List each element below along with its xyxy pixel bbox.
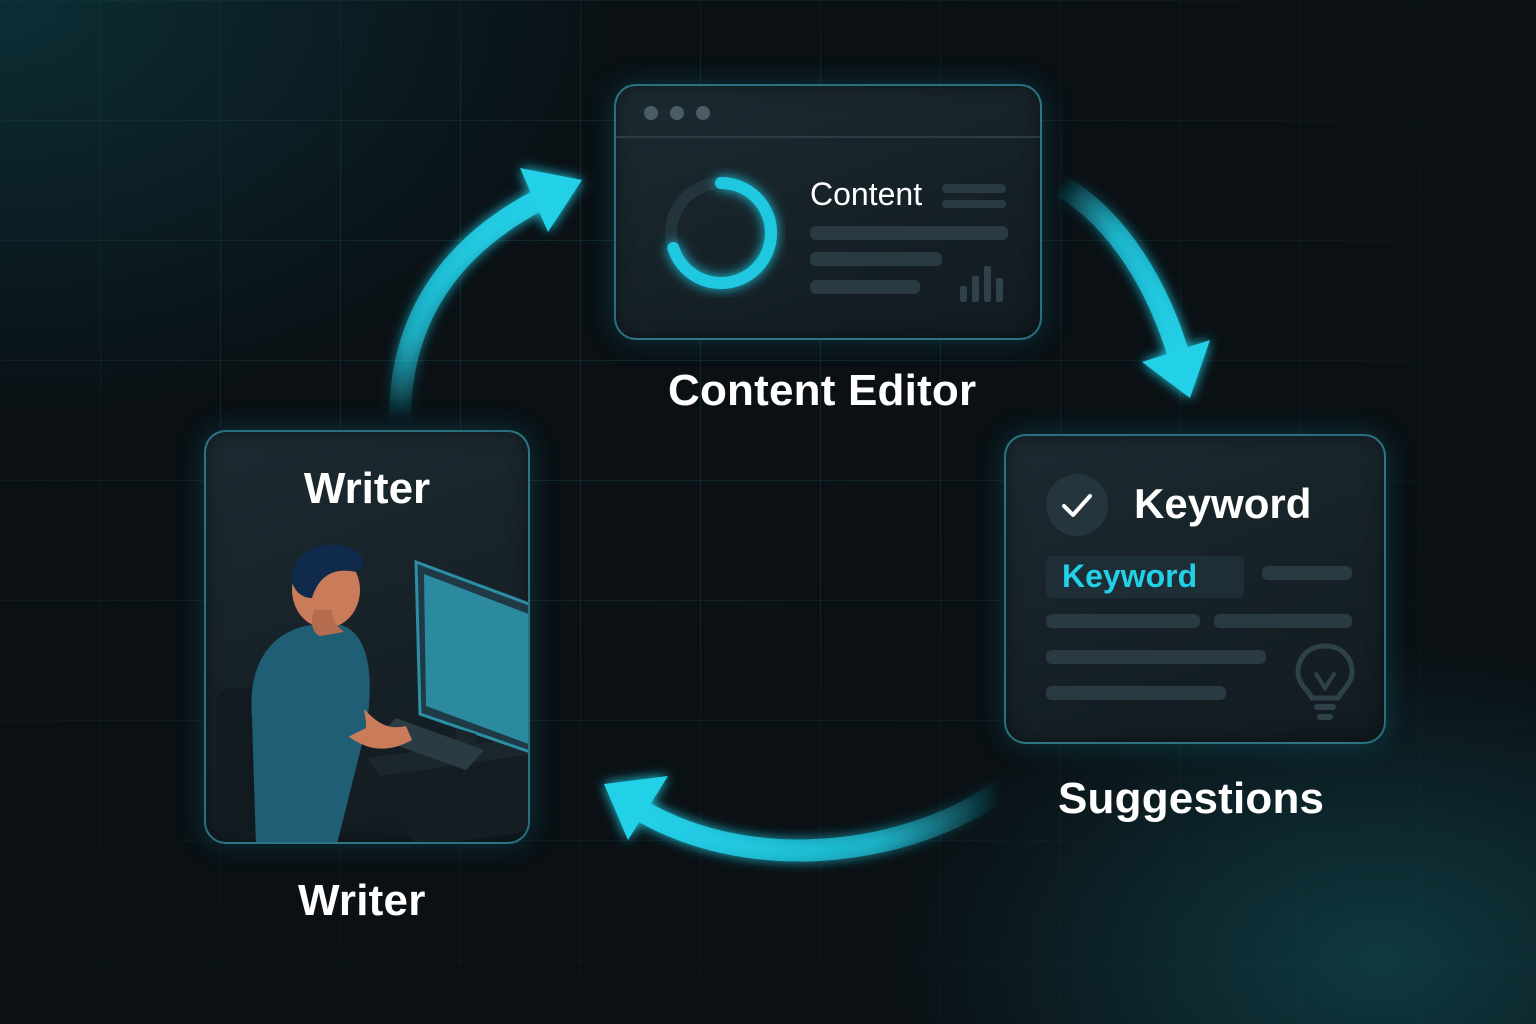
text-line-2 xyxy=(810,252,942,266)
suggestion-line-1 xyxy=(1262,566,1352,580)
bar-chart-icon xyxy=(960,266,1003,302)
check-icon xyxy=(1062,494,1092,517)
person-at-computer-illustration xyxy=(216,544,528,842)
suggestion-line-3 xyxy=(1214,614,1352,628)
content-editor-card: Content xyxy=(614,84,1042,340)
arrow-writer-to-editor xyxy=(389,179,571,431)
arrow-head-suggestions xyxy=(1142,340,1210,398)
editor-card-title: Content xyxy=(810,176,923,212)
progress-ring-icon xyxy=(665,177,777,289)
window-titlebar-divider xyxy=(616,136,1040,138)
writer-card: Writer xyxy=(204,430,530,844)
window-dot-3 xyxy=(696,106,710,120)
keyword-highlight-text: Keyword xyxy=(1062,558,1198,594)
suggestions-caption: Suggestions xyxy=(1058,774,1325,823)
suggestion-line-2 xyxy=(1046,614,1200,628)
arrow-head-writer xyxy=(604,776,668,840)
writer-card-title: Writer xyxy=(303,464,431,513)
keyword-highlight-chip[interactable]: Keyword xyxy=(1046,556,1244,598)
suggestions-card: Keyword Keyword xyxy=(1004,434,1386,744)
content-editor-caption: Content Editor xyxy=(668,366,977,415)
text-line-3 xyxy=(810,280,920,294)
title-bar-line-1 xyxy=(942,184,1006,193)
text-line-1 xyxy=(810,226,1008,240)
window-dot-2 xyxy=(670,106,684,120)
suggestions-card-title: Keyword xyxy=(1134,480,1312,527)
check-badge xyxy=(1046,474,1108,536)
arrow-head-editor xyxy=(520,168,582,232)
writer-caption: Writer xyxy=(298,876,426,925)
suggestion-line-5 xyxy=(1046,686,1226,700)
arrow-editor-to-suggestions xyxy=(1049,174,1191,371)
arrow-suggestions-to-writer xyxy=(629,779,1011,862)
suggestion-line-4 xyxy=(1046,650,1266,664)
lightbulb-icon xyxy=(1295,643,1355,720)
window-dot-1 xyxy=(644,106,658,120)
title-bar-line-2 xyxy=(942,200,1006,208)
